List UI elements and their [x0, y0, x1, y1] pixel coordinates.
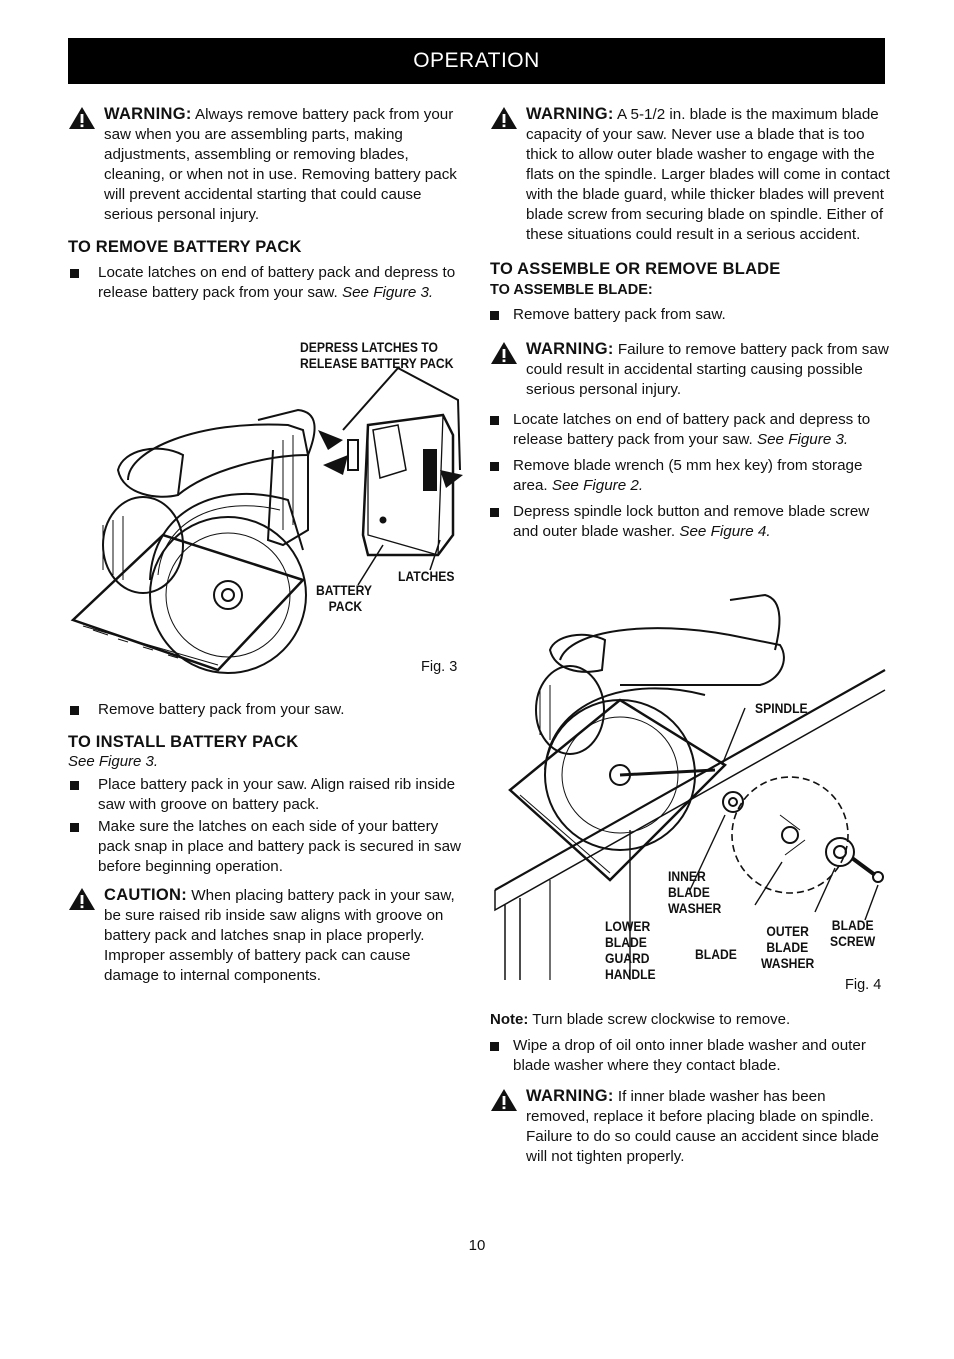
callout-line: RELEASE BATTERY PACK: [300, 356, 454, 371]
bullet-remove-battery: Locate latches on end of battery pack an…: [68, 263, 468, 303]
heading-assemble-blade: TO ASSEMBLE OR REMOVE BLADE: [490, 260, 781, 278]
bullet-remove-battery-2: Remove battery pack from your saw.: [68, 700, 468, 720]
warning-label: WARNING:: [104, 105, 192, 123]
callout-line: OUTER: [766, 924, 809, 939]
section-banner: OPERATION: [68, 38, 885, 84]
warning-label: WARNING:: [526, 340, 614, 358]
callout-spindle: SPINDLE: [755, 701, 808, 717]
figure-reference: See Figure 3.: [756, 431, 849, 448]
callout-line: BLADE: [831, 918, 874, 933]
heading-remove-battery: TO REMOVE BATTERY PACK: [68, 238, 302, 256]
note-text: Turn blade screw clockwise to remove.: [532, 1011, 791, 1028]
left-column: WARNING: Always remove battery pack from…: [68, 104, 468, 303]
note-blade-screw: Note: Turn blade screw clockwise to remo…: [490, 1010, 890, 1030]
callout-depress-latches: DEPRESS LATCHES TO RELEASE BATTERY PACK: [300, 340, 453, 372]
callout-line: GUARD: [605, 951, 650, 966]
callout-line: WASHER: [761, 956, 815, 971]
warning-text: If inner blade washer has been removed, …: [526, 1088, 879, 1165]
warning-blade-capacity: WARNING: A 5-1/2 in. blade is the maximu…: [490, 104, 890, 245]
right-column-lower: Note: Turn blade screw clockwise to remo…: [490, 1010, 890, 1167]
callout-line: WASHER: [668, 901, 722, 916]
install-figure-reference: See Figure 3.: [68, 753, 159, 770]
callout-line: PACK: [328, 599, 363, 614]
figure-reference: See Figure 3.: [341, 284, 434, 301]
callout-line: DEPRESS LATCHES TO: [300, 340, 438, 355]
bullet-text: Locate latches on end of battery pack an…: [98, 264, 456, 301]
warning-triangle-icon: [491, 342, 517, 364]
figure-3-illustration: [70, 367, 463, 674]
callout-battery-pack: BATTERY PACK: [316, 583, 372, 615]
callout-line: BLADE: [695, 947, 737, 962]
bullet-install-2: Make sure the latches on each side of yo…: [68, 817, 468, 877]
callout-line: LATCHES: [398, 569, 455, 584]
bullet-oil-washers: Wipe a drop of oil onto inner blade wash…: [490, 1036, 890, 1076]
warning-triangle-icon: [69, 107, 95, 129]
caution-install-battery: CAUTION: When placing battery pack in yo…: [68, 885, 468, 986]
section-title: OPERATION: [413, 49, 540, 72]
warning-inner-washer: WARNING: If inner blade washer has been …: [490, 1086, 890, 1167]
callout-outer-blade-washer: OUTER BLADE WASHER: [761, 924, 814, 972]
callout-line: LOWER: [605, 919, 651, 934]
callout-line: BATTERY: [316, 583, 373, 598]
callout-line: INNER: [668, 869, 706, 884]
callout-line: SPINDLE: [755, 701, 808, 716]
bullet-text: Depress spindle lock button and remove b…: [513, 503, 870, 540]
callout-line: BLADE: [766, 940, 809, 955]
callout-blade: BLADE: [695, 947, 737, 963]
bullet-locate-latches: Locate latches on end of battery pack an…: [490, 410, 890, 450]
callout-inner-blade-washer: INNER BLADE WASHER: [668, 869, 721, 917]
bullet-text: Remove blade wrench (5 mm hex key) from …: [513, 457, 863, 494]
figure-4-label: Fig. 4: [845, 977, 882, 993]
callout-latches: LATCHES: [398, 569, 454, 585]
note-label: Note:: [490, 1011, 529, 1028]
left-column-lower: Remove battery pack from your saw. TO IN…: [68, 700, 468, 986]
warning-label: WARNING:: [526, 105, 614, 123]
figure-4-illustration: [494, 593, 886, 980]
heading-install-battery: TO INSTALL BATTERY PACK: [68, 733, 299, 751]
bullet-depress-spindle-lock: Depress spindle lock button and remove b…: [490, 502, 890, 542]
warning-text: A 5-1/2 in. blade is the maximum blade c…: [526, 106, 890, 243]
callout-line: BLADE: [605, 935, 647, 950]
callout-line: BLADE: [668, 885, 710, 900]
warning-triangle-icon: [69, 888, 95, 910]
warning-label: WARNING:: [526, 1087, 614, 1105]
figure-3-label: Fig. 3: [421, 659, 458, 675]
warning-triangle-icon: [491, 1089, 517, 1111]
subheading-assemble-blade: TO ASSEMBLE BLADE:: [490, 282, 653, 298]
figure-reference: See Figure 4.: [679, 523, 771, 540]
warning-accidental-start: WARNING: Failure to remove battery pack …: [490, 339, 890, 400]
warning-remove-battery: WARNING: Always remove battery pack from…: [68, 104, 468, 225]
callout-blade-screw: BLADE SCREW: [830, 918, 875, 950]
bullet-remove-battery-saw: Remove battery pack from saw.: [490, 305, 890, 325]
callout-line: HANDLE: [605, 967, 656, 982]
caution-text: When placing battery pack in your saw, b…: [104, 887, 455, 984]
bullet-install-1: Place battery pack in your saw. Align ra…: [68, 775, 468, 815]
callout-lower-blade-guard-handle: LOWER BLADE GUARD HANDLE: [605, 919, 656, 983]
bullet-text: Locate latches on end of battery pack an…: [513, 411, 871, 448]
callout-line: SCREW: [830, 934, 876, 949]
figure-reference: See Figure 2.: [551, 477, 644, 494]
warning-triangle-icon: [491, 107, 517, 129]
page-number: 10: [468, 1237, 486, 1254]
warning-text: Always remove battery pack from your saw…: [104, 106, 457, 223]
bullet-remove-wrench: Remove blade wrench (5 mm hex key) from …: [490, 456, 890, 496]
warning-text: Failure to remove battery pack from saw …: [526, 341, 889, 398]
caution-label: CAUTION:: [104, 886, 188, 904]
right-column: WARNING: A 5-1/2 in. blade is the maximu…: [490, 104, 890, 542]
